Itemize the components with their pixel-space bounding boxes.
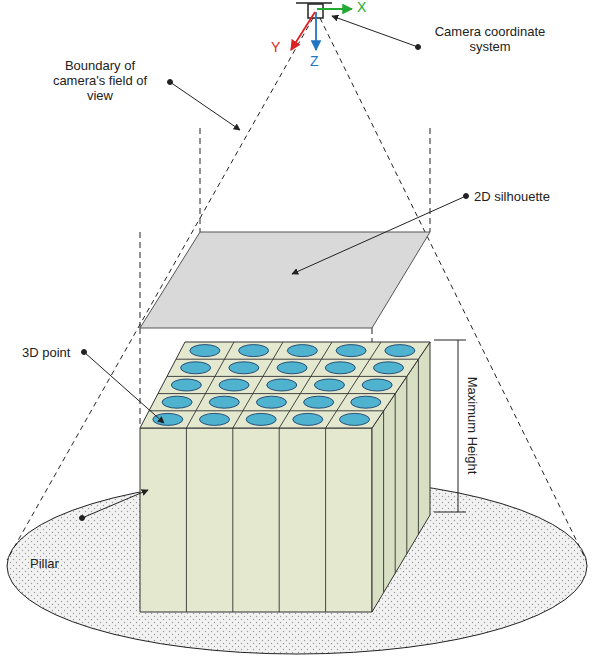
grid-line [406,376,407,553]
pillar-front-face [140,428,372,612]
dimension-label: Maximum Height [465,336,480,516]
grid-line [167,376,407,377]
point-marker [162,396,192,408]
point-marker [293,413,323,425]
point-marker [171,379,201,391]
point-marker [256,396,286,408]
point-marker [325,362,355,374]
height-bracket [434,340,466,512]
point-grid [153,345,415,426]
grid-line [279,428,280,612]
point-marker [287,345,317,357]
callout-label: Camera coordinate system [425,24,555,54]
point-marker [336,345,366,357]
pillar-top-face [140,342,430,428]
axis-label: Z [310,54,330,69]
point-marker [351,396,381,408]
grid-line [325,428,326,612]
point-marker [153,413,183,425]
callout-label: Boundary of camera's field of view [40,58,160,103]
point-marker [373,362,403,374]
point-marker [199,413,229,425]
grid-line [158,393,395,394]
point-marker [239,345,269,357]
grid-line [149,410,384,411]
point-marker [181,362,211,374]
x-axis [317,8,352,10]
point-marker [314,379,344,391]
point-marker [385,345,415,357]
grid-line [186,428,187,612]
point-marker [277,362,307,374]
point-marker [267,379,297,391]
axis-label: Y [271,40,291,55]
pillar-grid [149,342,418,612]
silhouette-plane [140,232,430,328]
callout-label: 2D silhouette [474,189,584,204]
point-marker [219,379,249,391]
grid-line [395,394,396,574]
callout-label: Pillar [30,556,90,571]
z-axis [315,12,317,50]
grid-line [232,428,233,612]
point-marker [229,362,259,374]
grid-line [418,359,419,534]
leader-lines [80,16,469,521]
point-marker [209,396,239,408]
point-marker [339,413,369,425]
point-marker [190,345,220,357]
point-marker [362,379,392,391]
point-marker [304,396,334,408]
axis-label: X [357,0,377,15]
callout-label: 3D point [22,345,82,360]
grid-line [383,411,384,593]
point-marker [246,413,276,425]
y-axis [291,12,315,50]
projection-lines [140,128,430,428]
grid-line [176,359,418,360]
